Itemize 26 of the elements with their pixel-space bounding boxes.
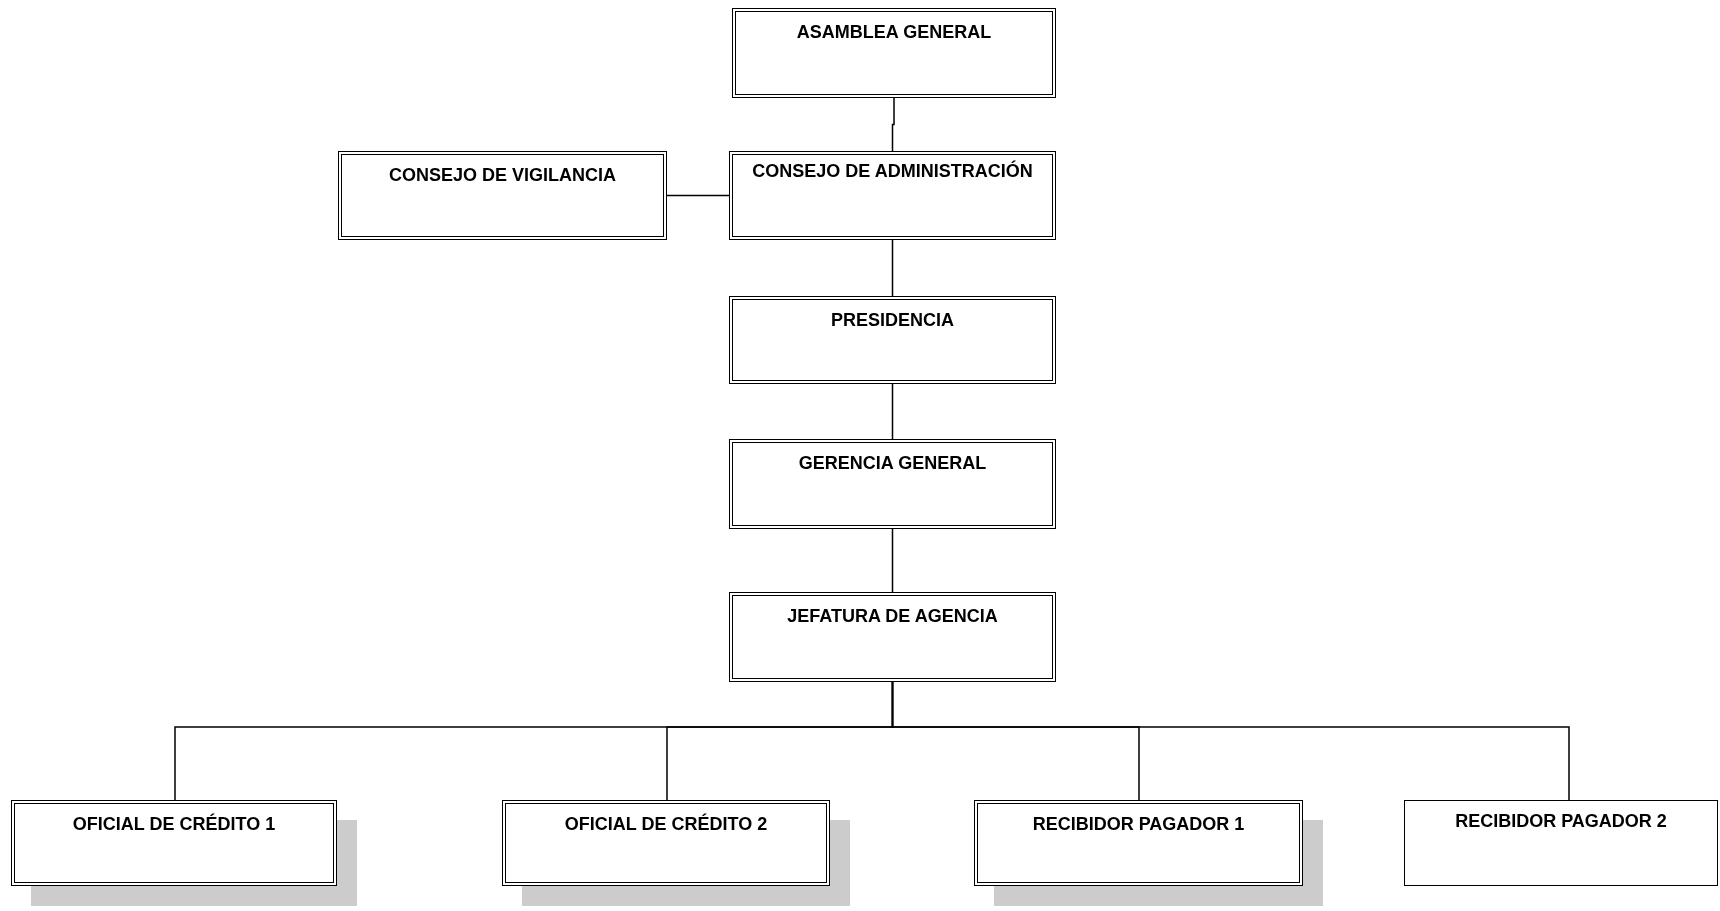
position-title: JEFATURA DE AGENCIA [786, 606, 999, 627]
position-box [974, 800, 1303, 886]
position-box [732, 8, 1056, 98]
connector-line [891, 97, 895, 152]
position-title: CONSEJO DE VIGILANCIA [388, 165, 617, 186]
position-title: ASAMBLEA GENERAL [795, 22, 993, 43]
position-title: OFICIAL DE CRÉDITO 2 [563, 814, 769, 835]
position-title: RECIBIDOR PAGADOR 2 [1454, 811, 1668, 832]
position-box [502, 800, 830, 886]
position-title: GERENCIA GENERAL [797, 453, 988, 474]
position-box [729, 151, 1056, 240]
position-title: PRESIDENCIA [830, 310, 955, 331]
position-box [1404, 800, 1718, 886]
position-title: RECIBIDOR PAGADOR 1 [1031, 814, 1246, 835]
position-title: OFICIAL DE CRÉDITO 1 [71, 814, 277, 835]
connector-line [891, 681, 1570, 801]
position-box [729, 592, 1056, 682]
position-title: CONSEJO DE ADMINISTRACIÓN [751, 161, 1034, 182]
position-box [729, 296, 1056, 384]
connector-line [891, 528, 894, 593]
position-box [729, 439, 1056, 529]
connector-line [891, 383, 894, 440]
connector-line [666, 194, 730, 197]
position-box [11, 800, 337, 886]
connector-line [891, 239, 894, 297]
position-box [338, 151, 667, 240]
